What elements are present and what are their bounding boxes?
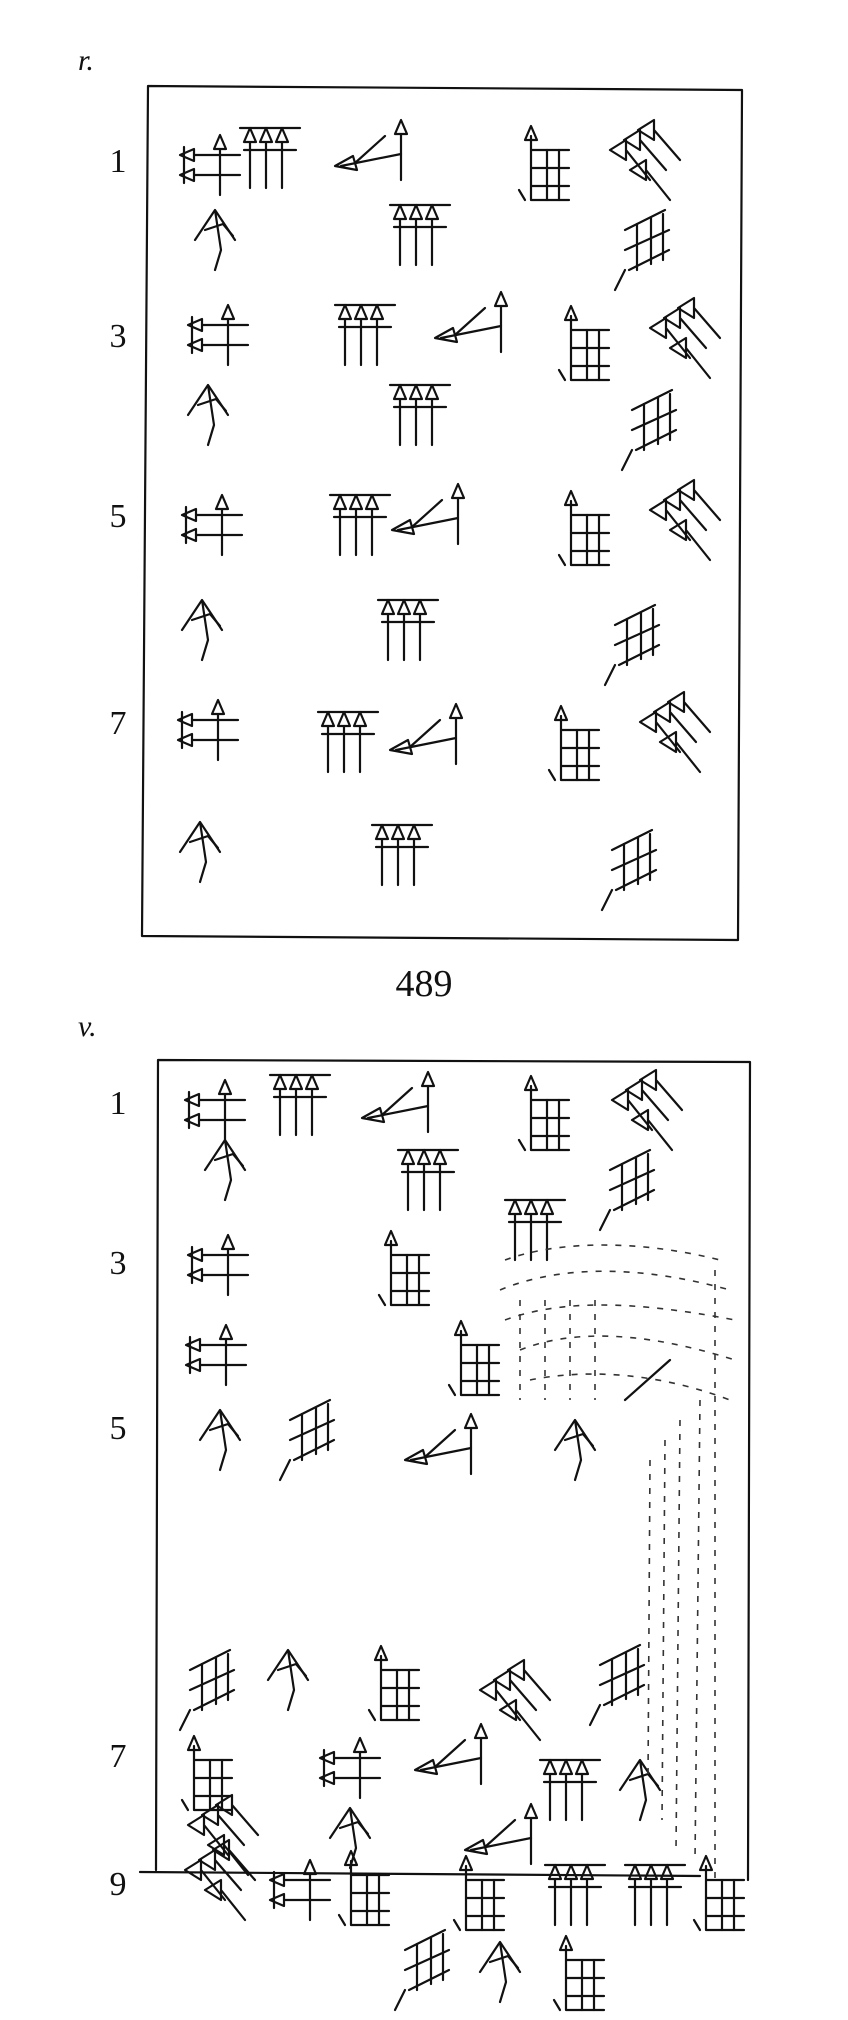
reverse-frame <box>154 1058 752 1882</box>
obverse-line-number: 7 <box>109 705 127 742</box>
tablet-number: 489 <box>395 963 453 1005</box>
reverse-line-number: 3 <box>109 1245 127 1282</box>
obverse-frame <box>140 84 744 942</box>
reverse-line-number: 7 <box>109 1738 127 1775</box>
obverse-line-number: 1 <box>109 143 127 180</box>
reverse-line-number: 5 <box>109 1410 127 1447</box>
reverse-line-number: 9 <box>109 1866 127 1903</box>
obverse-line-number: 5 <box>109 498 127 535</box>
reverse-side-mark: v. <box>78 1010 97 1043</box>
obverse-side-mark: r. <box>78 44 94 77</box>
obverse-line-number: 3 <box>109 318 127 355</box>
reverse-line-number: 1 <box>109 1085 127 1122</box>
